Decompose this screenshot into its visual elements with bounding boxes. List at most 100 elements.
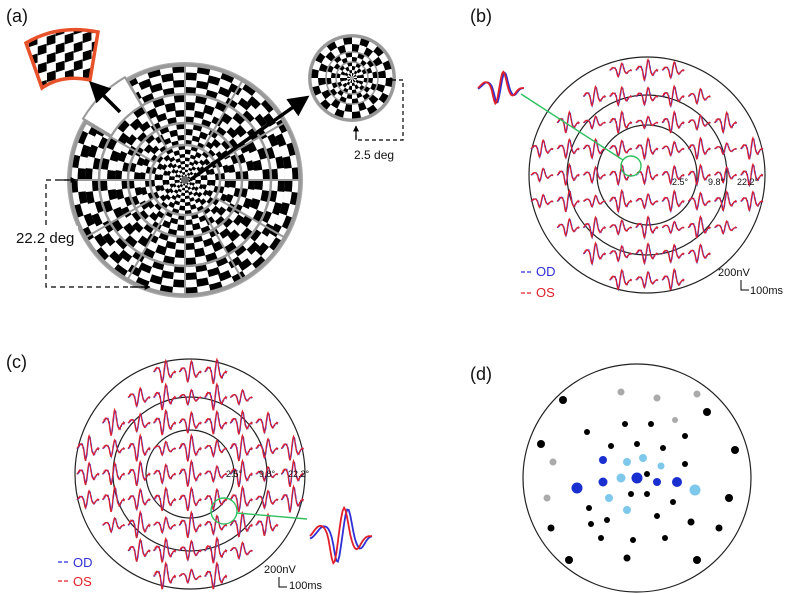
trace-os bbox=[76, 489, 100, 509]
trace-os bbox=[582, 241, 606, 265]
dot-blue bbox=[672, 477, 682, 487]
trace-os bbox=[714, 110, 738, 133]
trace-os bbox=[178, 568, 202, 584]
dot-black bbox=[660, 445, 666, 451]
dot-blue bbox=[653, 478, 661, 486]
scale-time: 100ms bbox=[750, 285, 784, 297]
dot-black bbox=[584, 429, 590, 435]
trace-os bbox=[609, 188, 633, 213]
pointer-line bbox=[520, 93, 624, 161]
ring-label-inner: 2.5° bbox=[672, 177, 689, 187]
trace-os bbox=[714, 190, 738, 211]
trace-os bbox=[229, 388, 253, 405]
trace-os bbox=[635, 214, 659, 239]
ring-outer bbox=[522, 363, 752, 593]
dot-light-blue bbox=[657, 462, 665, 470]
dot-light-blue bbox=[623, 458, 631, 466]
trace-os bbox=[740, 190, 764, 211]
trace-os bbox=[556, 162, 580, 186]
legend-od: OD bbox=[73, 555, 93, 570]
trace-os bbox=[153, 536, 177, 563]
dot-gray bbox=[693, 390, 701, 398]
dot-light-blue bbox=[639, 454, 647, 462]
dot-black bbox=[586, 505, 592, 511]
trace-os bbox=[153, 462, 177, 484]
dot-black bbox=[598, 535, 604, 541]
trace-os bbox=[153, 486, 177, 512]
dot-gray bbox=[549, 458, 557, 466]
dot-black bbox=[703, 408, 711, 416]
highlight-circle bbox=[620, 155, 642, 177]
trace-os bbox=[178, 359, 202, 383]
ring-label-inner: 2.5° bbox=[226, 469, 243, 479]
trace-os bbox=[583, 115, 606, 130]
trace-os bbox=[204, 464, 228, 483]
dot-black bbox=[630, 537, 636, 543]
trace-os bbox=[661, 110, 685, 134]
trace-os bbox=[556, 137, 580, 159]
ring-label-middle: 9.8° bbox=[259, 469, 276, 479]
trace-os bbox=[178, 433, 202, 462]
trace-os bbox=[661, 140, 685, 157]
trace-os bbox=[204, 514, 228, 535]
dartboard-stimulus bbox=[67, 62, 303, 298]
dot-black bbox=[634, 441, 640, 447]
trace-os bbox=[178, 459, 202, 487]
dot-blue bbox=[598, 477, 608, 487]
ring-outer bbox=[74, 358, 306, 590]
trace-os bbox=[178, 388, 202, 406]
trace-os bbox=[255, 489, 279, 509]
trace-os bbox=[280, 434, 304, 461]
dot-black bbox=[559, 396, 567, 404]
trace-os bbox=[740, 162, 764, 186]
trace-os bbox=[714, 165, 738, 184]
dot-black bbox=[682, 461, 688, 467]
trace-os bbox=[661, 220, 685, 234]
trace-os bbox=[153, 440, 177, 456]
trace-os bbox=[102, 438, 126, 458]
trace-os bbox=[609, 244, 633, 262]
trace-os bbox=[127, 537, 151, 562]
ring-label-middle: 9.8° bbox=[708, 177, 725, 187]
trace-os bbox=[477, 70, 524, 106]
trace-os bbox=[556, 217, 580, 237]
dot-gray bbox=[653, 394, 661, 402]
panel-label-d: (d) bbox=[470, 364, 492, 384]
dot-blue bbox=[571, 482, 583, 494]
trace-os bbox=[687, 163, 711, 186]
trace-os bbox=[582, 165, 606, 184]
magnified-trace bbox=[309, 505, 373, 565]
trace-os bbox=[178, 410, 202, 434]
trace-os bbox=[127, 509, 151, 539]
trace-os bbox=[153, 358, 177, 384]
trace-os bbox=[229, 510, 253, 538]
dot-black bbox=[725, 494, 733, 502]
trace-os bbox=[582, 137, 606, 159]
trace-os bbox=[609, 109, 633, 134]
trace-os bbox=[153, 560, 177, 590]
trace-os bbox=[102, 407, 126, 437]
central-dartboard-magnified bbox=[308, 34, 396, 122]
trace-os bbox=[102, 461, 126, 486]
trace-os bbox=[153, 408, 177, 436]
panel-label-b: (b) bbox=[470, 6, 492, 26]
trace-grid bbox=[76, 357, 304, 590]
panel-d-dot-map bbox=[522, 363, 752, 593]
trace-os bbox=[204, 381, 228, 411]
trace-os bbox=[635, 241, 659, 264]
outer-size-label: 22.2 deg bbox=[16, 230, 74, 247]
dot-black bbox=[622, 421, 628, 427]
trace-os bbox=[687, 243, 711, 263]
trace-od bbox=[309, 508, 373, 564]
trace-os bbox=[153, 515, 177, 534]
trace-os bbox=[178, 510, 202, 539]
dot-black bbox=[644, 471, 650, 477]
trace-os bbox=[556, 188, 580, 213]
trace-os bbox=[609, 62, 633, 78]
trace-os bbox=[635, 192, 659, 209]
pointer-line bbox=[236, 512, 308, 520]
ring-label-outer: 22.2° bbox=[288, 469, 310, 479]
dot-black bbox=[644, 491, 650, 497]
trace-os bbox=[102, 484, 126, 513]
trace-os bbox=[635, 270, 659, 289]
